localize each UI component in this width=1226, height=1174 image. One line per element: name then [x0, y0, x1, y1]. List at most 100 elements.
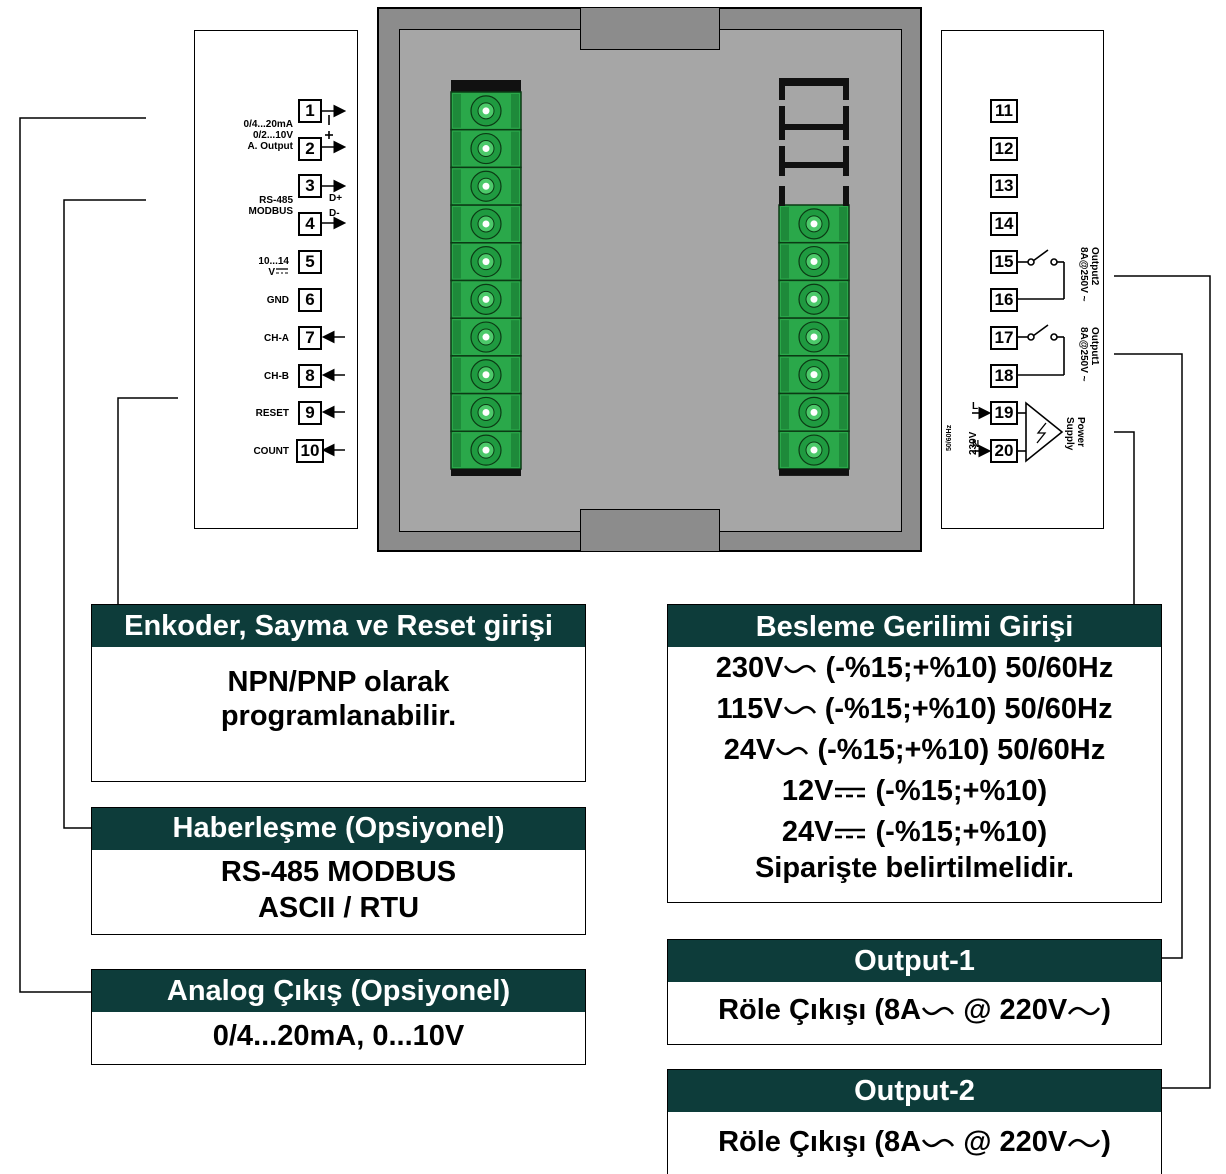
analog-output-label: 0/4...20mA 0/2...10V A. Output	[215, 119, 293, 152]
terminal-7: 7	[298, 326, 322, 350]
supply-line: 12V (-%15;+%10)	[668, 771, 1161, 812]
supply-line-voltage: 115V	[716, 693, 783, 725]
supply-line-tolerance: (-%15;+%10) 50/60Hz	[825, 652, 1114, 684]
supply-line-tolerance: (-%15;+%10)	[875, 816, 1048, 848]
d-plus-label: D+	[329, 193, 343, 204]
supply-voltage: 230V	[968, 431, 979, 455]
analog-body: 0/4...20mA, 0...10V	[92, 1016, 585, 1056]
terminal-4: 4	[298, 212, 322, 236]
n-label: N	[972, 439, 980, 450]
comm-title: Haberleşme (Opsiyonel)	[92, 808, 585, 850]
block-cap	[451, 80, 521, 92]
analog-line1: 0/4...20mA, 0...10V	[212, 1020, 465, 1052]
terminal-3: 3	[298, 174, 322, 198]
right-wiring	[972, 249, 1065, 463]
screw-terminal	[450, 128, 522, 169]
screw-terminal	[778, 392, 850, 432]
output2-text-c: )	[1101, 1126, 1111, 1158]
encoder-body: NPN/PNP olarak programlanabilir.	[92, 665, 585, 733]
terminal-16: 16	[990, 288, 1018, 312]
comm-body: RS-485 MODBUS ASCII / RTU	[92, 854, 585, 926]
rs485-text: RS-485	[259, 195, 293, 206]
comm-line2: ASCII / RTU	[257, 892, 420, 924]
screw-terminal	[450, 317, 522, 357]
terminal-5: 5	[298, 250, 322, 274]
left-terminal-block	[450, 80, 522, 476]
encoder-line2: programlanabilir.	[220, 700, 457, 732]
ac-icon	[783, 706, 816, 715]
screw-terminal	[450, 430, 522, 470]
analog-title: Analog Çıkış (Opsiyonel)	[92, 970, 585, 1012]
analog-box: Analog Çıkış (Opsiyonel) 0/4...20mA, 0..…	[91, 969, 586, 1065]
dc-icon	[835, 829, 866, 839]
terminal-13: 13	[990, 174, 1018, 198]
output2-rating-text: 8A@250V	[1078, 247, 1089, 293]
left-arrows	[321, 104, 347, 457]
encoder-line1: NPN/PNP olarak	[227, 666, 450, 698]
output1-body: Röle Çıkışı (8A @ 220V)	[668, 990, 1161, 1030]
output2-name: Output2	[1089, 247, 1100, 286]
output1-name: Output1	[1089, 327, 1100, 366]
power-text: Power	[1075, 417, 1086, 448]
screw-terminal	[778, 241, 850, 282]
terminal-10: 10	[296, 439, 324, 463]
right-terminal-panel: L N 230V 50/60Hz Output2 8A@250V ~ Outpu…	[941, 30, 1104, 529]
output2-title: Output-2	[668, 1070, 1161, 1112]
d-minus-label: D-	[329, 208, 340, 219]
ac-icon	[922, 1139, 955, 1148]
terminal-6: 6	[298, 288, 322, 312]
screw-terminal	[778, 279, 850, 319]
ac-icon	[776, 747, 809, 756]
output1-text-a: Röle Çıkışı (8A	[718, 994, 922, 1026]
encoder-title: Enkoder, Sayma ve Reset girişi	[92, 605, 585, 647]
terminal-15: 15	[990, 250, 1018, 274]
output2-rating: 8A@250V ~	[1078, 247, 1089, 302]
screw-terminal	[778, 317, 850, 357]
terminal-8: 8	[298, 364, 322, 388]
screw-terminal	[450, 204, 522, 244]
ac-icon	[784, 665, 817, 674]
modbus-text: MODBUS	[248, 206, 293, 217]
supply-line-voltage: 24V	[723, 734, 776, 766]
supply-line-voltage: 230V	[715, 652, 784, 684]
right-terminal-block	[778, 204, 850, 476]
output2-text-b: @ 220V	[963, 1126, 1068, 1158]
supply-line: 115V (-%15;+%10) 50/60Hz	[668, 689, 1161, 730]
output1-label: Output1 8A@250V ~	[1078, 327, 1100, 382]
power-supply-label: Power Supply	[1064, 417, 1086, 450]
supply-voltage-label: 230V	[968, 415, 979, 455]
ac-icon	[1068, 1007, 1101, 1016]
terminal-2: 2	[298, 137, 322, 161]
ch-b-label: CH-B	[264, 371, 289, 382]
left-terminal-panel: 0/4...20mA 0/2...10V A. Output RS-485 MO…	[194, 30, 358, 529]
screw-terminal	[450, 279, 522, 319]
supply-line: 230V (-%15;+%10) 50/60Hz	[668, 648, 1161, 689]
screw-terminal	[450, 355, 522, 395]
gnd-label: GND	[266, 295, 289, 306]
housing-top-notch	[580, 8, 720, 50]
supply-freq: 50/60Hz	[946, 424, 953, 451]
terminal-18: 18	[990, 364, 1018, 388]
housing-bottom-notch	[580, 509, 720, 551]
supply-range: 10...14	[258, 256, 289, 267]
output2-body: Röle Çıkışı (8A @ 220V)	[668, 1122, 1161, 1162]
supply-v: V	[268, 267, 275, 278]
screw-terminal	[450, 166, 522, 206]
supply-title: Besleme Gerilimi Girişi	[668, 605, 1161, 647]
analog-output-name: A. Output	[247, 141, 293, 152]
supply-out-label: 10...14 V	[215, 256, 289, 278]
screw-terminal	[778, 430, 850, 470]
supply-box: Besleme Gerilimi Girişi 230V (-%15;+%10)…	[667, 604, 1162, 903]
block-base	[779, 468, 849, 476]
output1-text-b: @ 220V	[963, 994, 1068, 1026]
screw-terminal	[778, 355, 850, 395]
supply-text: Supply	[1064, 417, 1075, 451]
supply-freq-label: 50/60Hz	[944, 425, 955, 451]
supply-unit: V	[215, 267, 289, 278]
relay-contact-output1	[1018, 324, 1065, 376]
terminal-12: 12	[990, 137, 1018, 161]
terminal-9: 9	[298, 401, 322, 425]
